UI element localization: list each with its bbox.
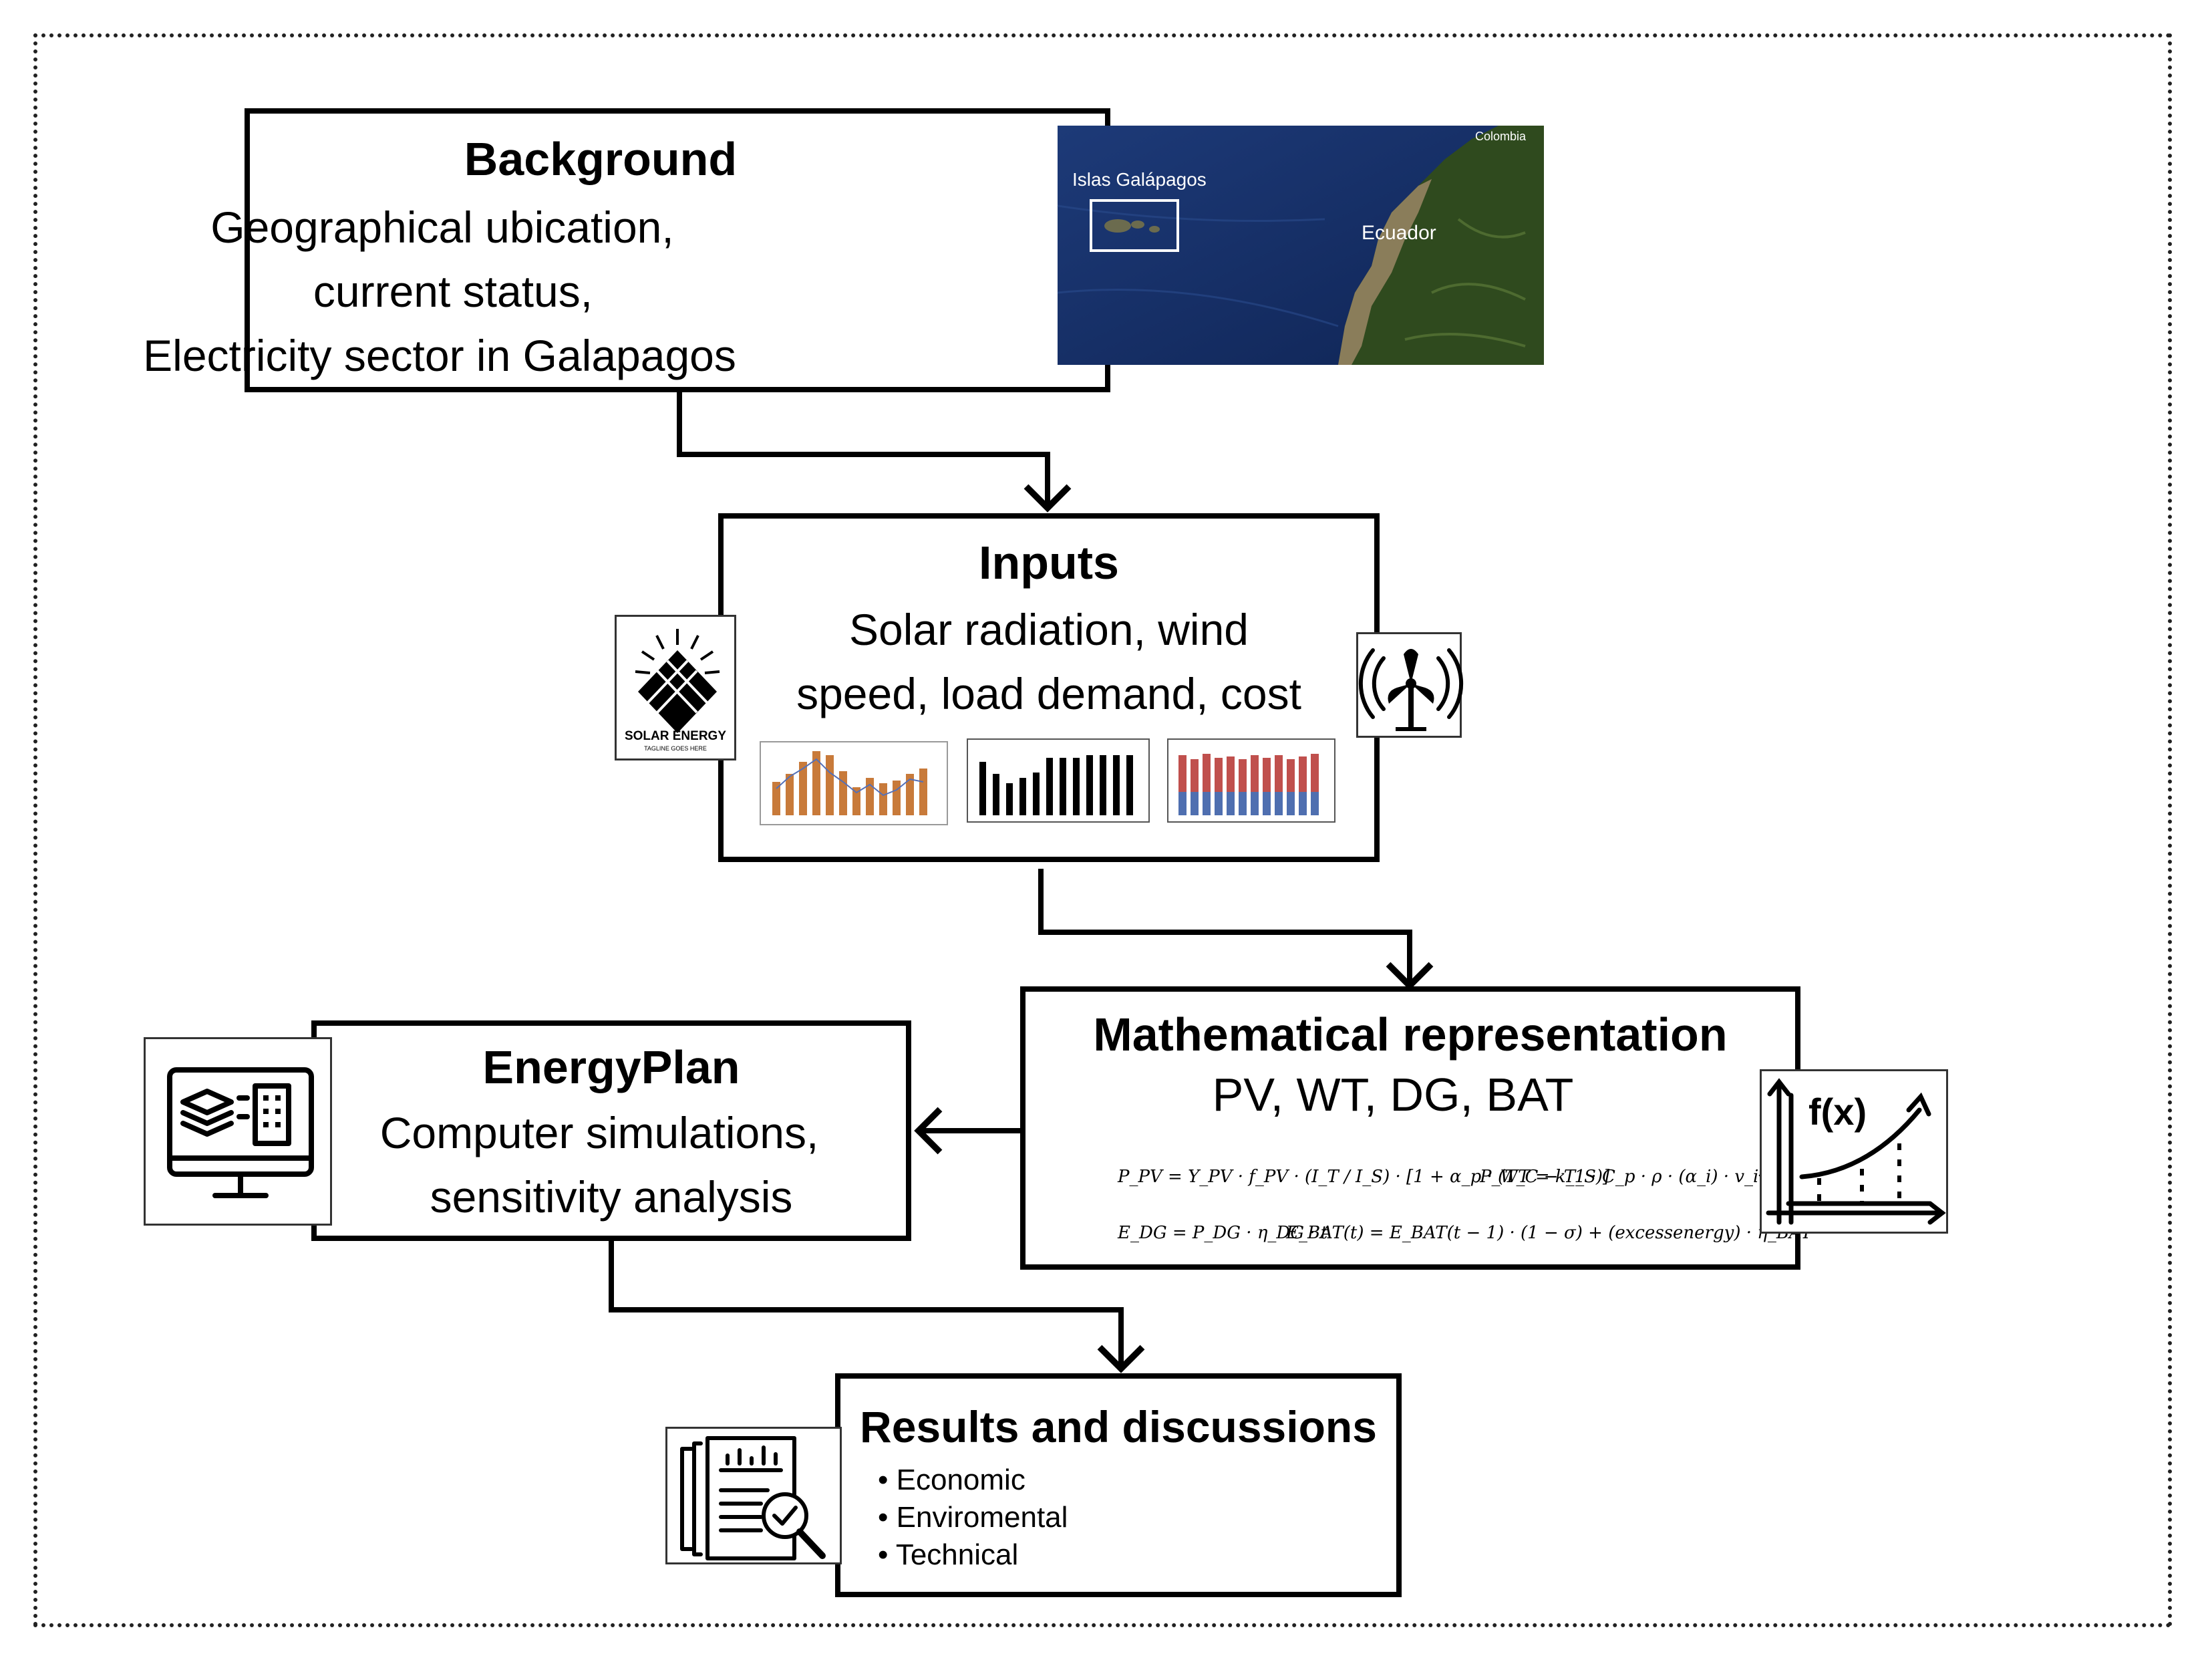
background-box: Background Geographical ubication, curre… (143, 108, 1110, 392)
map-label-colombia: Colombia (1475, 130, 1527, 143)
background-line-3: Electricity sector in Galapagos (143, 331, 736, 380)
fx-label: f(x) (1808, 1091, 1867, 1133)
energyplan-title: EnergyPlan (482, 1041, 740, 1093)
thumbnail-chart-orange (760, 741, 948, 825)
energyplan-box: EnergyPlan Computer simulations, sensiti… (311, 1020, 911, 1241)
background-line-2: current status, (313, 267, 593, 316)
math-box: Mathematical representation PV, WT, DG, … (1020, 986, 1812, 1270)
arrow-inputs-to-math (1038, 869, 1434, 990)
eq-pv: P_PV = Y_PV · f_PV · (I_T / I_S) · [1 + … (1118, 1167, 1610, 1187)
results-title: Results and discussions (860, 1402, 1377, 1451)
thumbnail-chart-stacked (1167, 738, 1335, 823)
computer-monitor-icon (144, 1037, 332, 1226)
inputs-line-1: Solar radiation, wind (849, 605, 1249, 654)
background-text: Geographical ubication, current status, … (143, 195, 1116, 388)
map-image: Islas Galápagos Ecuador Colombia (1057, 126, 1544, 365)
solar-logo-name: SOLAR ENERGY (624, 729, 727, 743)
thumbnail-chart-black (967, 738, 1150, 823)
results-item-economic: • Economic (878, 1464, 1025, 1496)
arrow-background-to-inputs (677, 391, 1072, 513)
results-list: • Economic • Enviromental • Technical (878, 1462, 1068, 1574)
energyplan-line-2: sensitivity analysis (430, 1172, 793, 1222)
math-title: Mathematical representation (1093, 1008, 1728, 1061)
eq-bat: E_BAT(t) = E_BAT(t − 1) · (1 − σ) + (exc… (1286, 1223, 1812, 1243)
wind-turbine-icon (1356, 632, 1464, 738)
inputs-title: Inputs (979, 537, 1119, 589)
sun-panel-icon (635, 629, 720, 733)
arrow-energyplan-to-results (609, 1241, 1145, 1373)
eq-dg: E_DG = P_DG · η_DG · t (1118, 1223, 1328, 1243)
eq-wt: P_WT = k_1 · C_p · ρ · (α_i) · v_i³ (1480, 1167, 1766, 1187)
results-item-enviromental: • Enviromental (878, 1501, 1068, 1534)
math-subtitle: PV, WT, DG, BAT (1212, 1069, 1574, 1121)
background-title: Background (464, 133, 738, 185)
inputs-text: Solar radiation, wind speed, load demand… (724, 597, 1374, 726)
solar-energy-logo: SOLAR ENERGY TAGLINE GOES HERE (615, 615, 736, 760)
energyplan-text: Computer simulations, sensitivity analys… (317, 1101, 906, 1229)
energyplan-line-1: Computer simulations, (379, 1108, 819, 1157)
bar-chart-thumbnails (760, 738, 1335, 825)
dotted-frame (33, 33, 2172, 1627)
map-label-ecuador: Ecuador (1362, 222, 1436, 244)
background-line-1: Geographical ubication, (210, 202, 674, 252)
report-analysis-icon (665, 1427, 842, 1564)
inputs-line-2: speed, load demand, cost (796, 669, 1301, 718)
results-item-technical: • Technical (878, 1538, 1019, 1571)
fx-graph-icon: f(x) (1760, 1069, 1948, 1234)
solar-logo-tagline: TAGLINE GOES HERE (644, 745, 707, 752)
results-box: Results and discussions • Economic • Env… (835, 1373, 1402, 1597)
map-label-islands: Islas Galápagos (1072, 169, 1207, 190)
